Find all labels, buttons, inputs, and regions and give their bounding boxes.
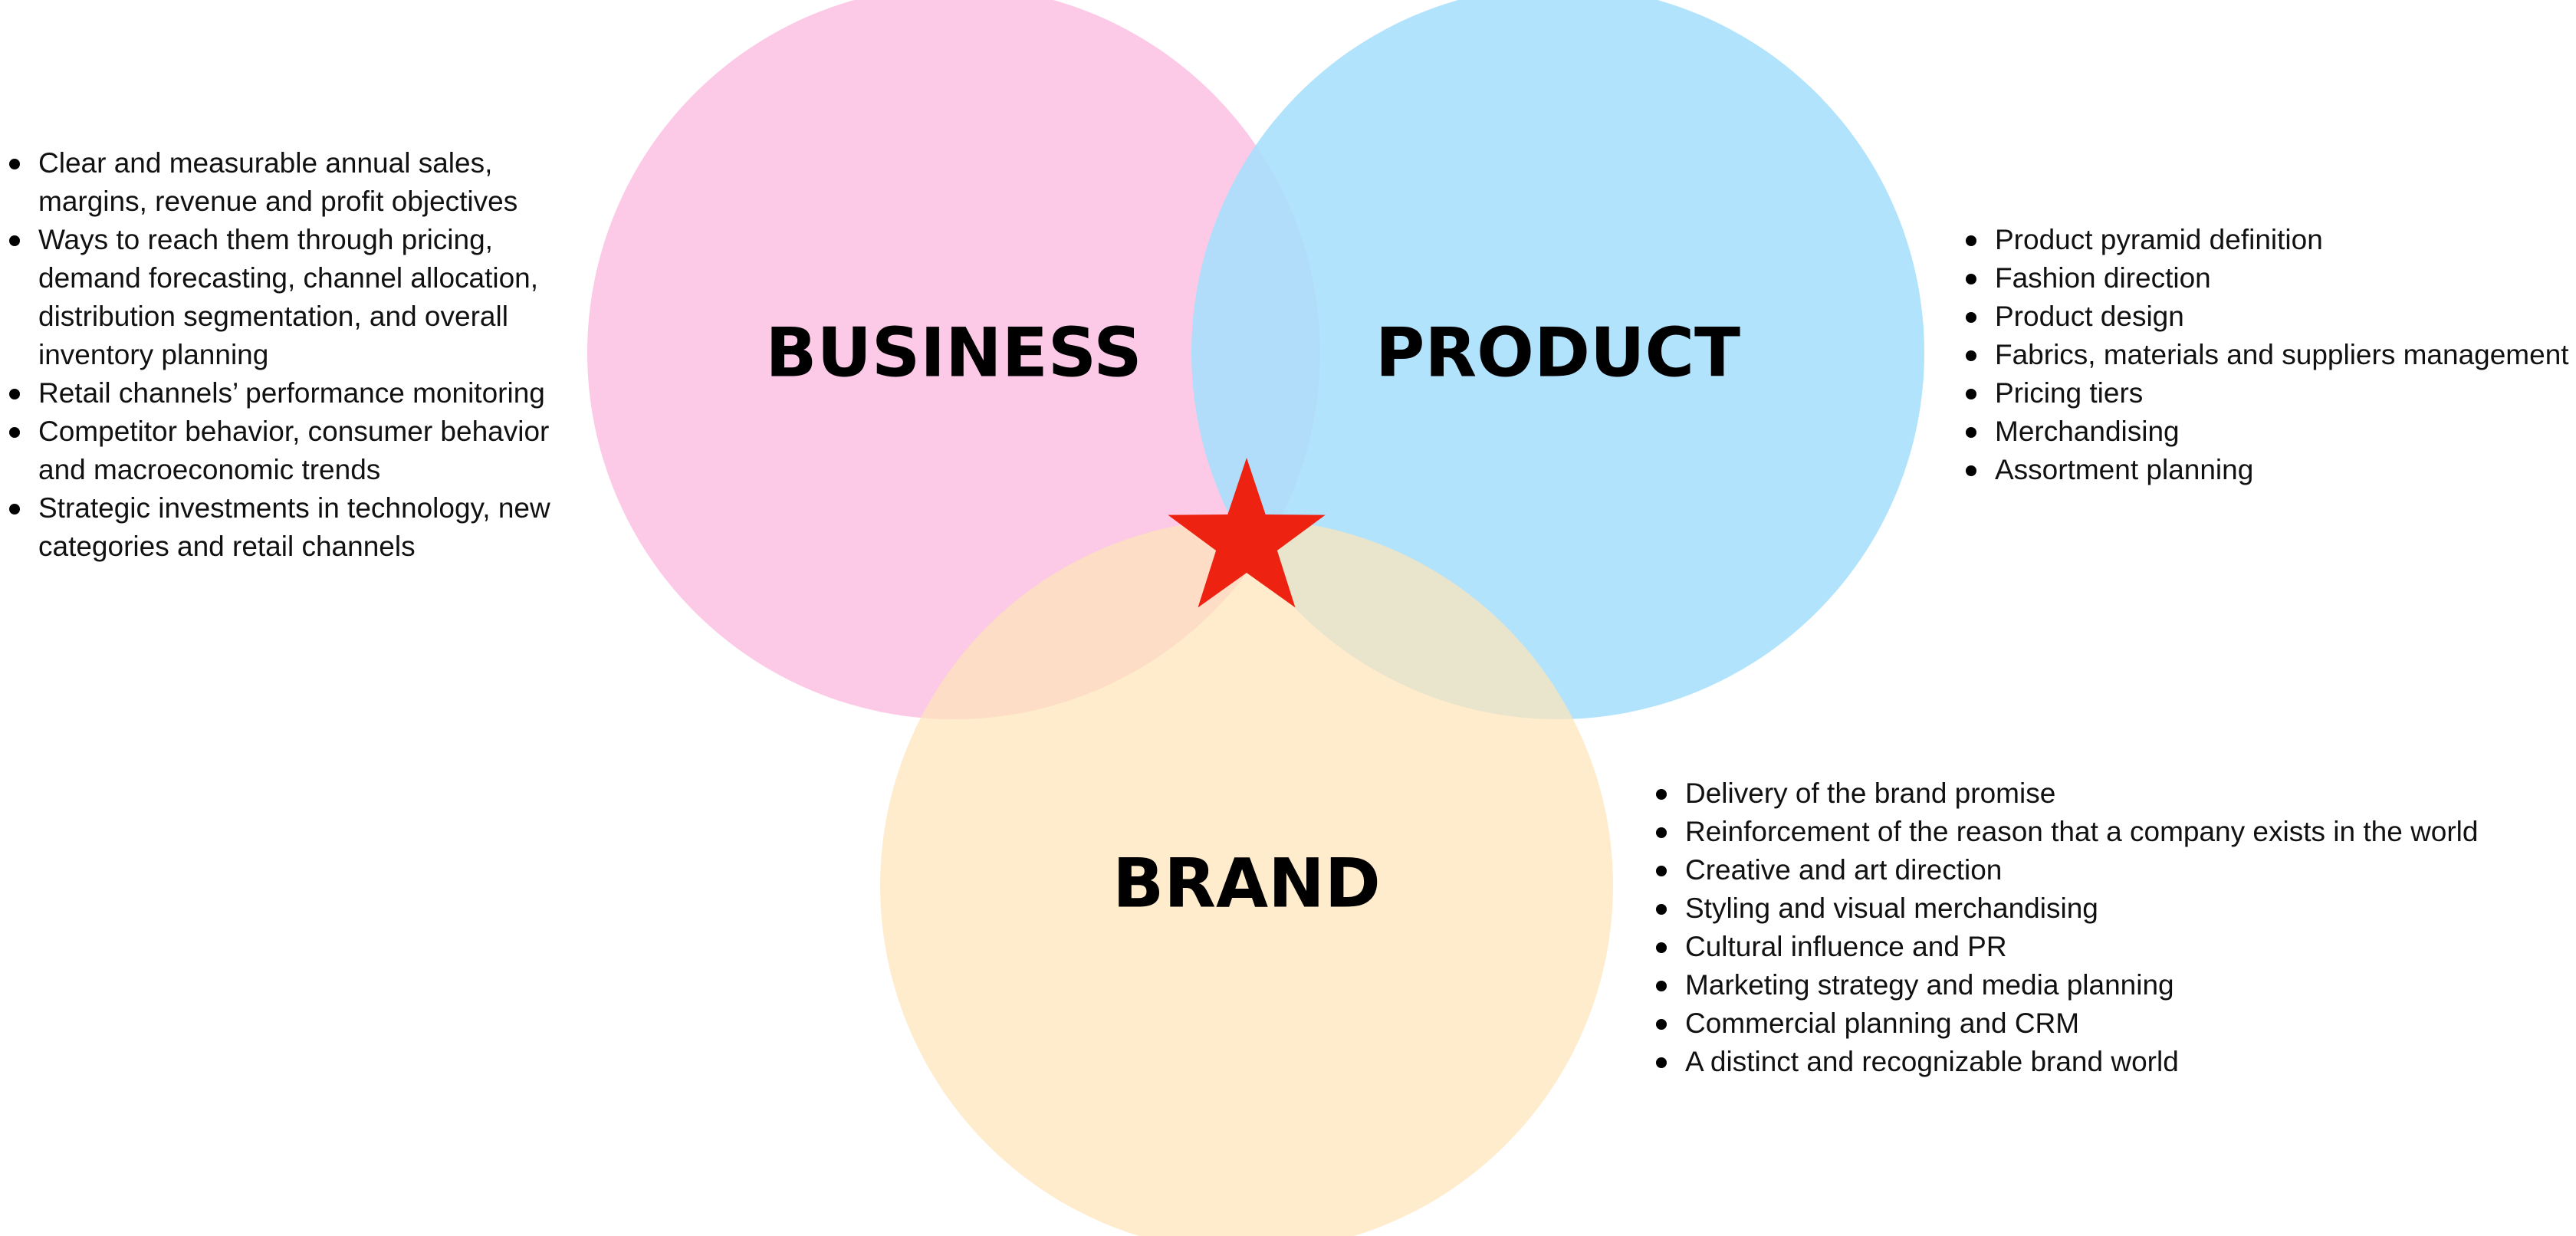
brand-list-item-text: Reinforcement of the reason that a compa… [1685,816,2479,847]
product-list-item-text: Product pyramid definition [1995,224,2323,255]
product-list-item: Fabrics, materials and suppliers managem… [1957,336,2570,374]
business-list-item-text: Strategic investments in technology, new… [38,492,550,562]
business-list-item: Strategic investments in technology, new… [0,489,583,566]
product-list-item-text: Fabrics, materials and suppliers managem… [1995,339,2569,370]
bullet-icon [9,235,20,246]
product-list-item: Product design [1957,297,2570,336]
brand-list-item: Cultural influence and PR [1647,928,2567,966]
bullet-icon [1966,235,1976,246]
bullet-icon [9,427,20,438]
product-list-item-text: Assortment planning [1995,454,2254,485]
bullet-icon [1656,866,1667,876]
product-circle [1191,0,1924,719]
brand-list-item: Delivery of the brand promise [1647,774,2567,813]
bullet-icon [1966,427,1976,438]
bullet-icon [1656,942,1667,953]
brand-list-item: A distinct and recognizable brand world [1647,1043,2567,1081]
brand-list-item-text: Creative and art direction [1685,854,2003,886]
bullet-icon [9,504,20,514]
business-list-item: Clear and measurable annual sales, margi… [0,144,583,221]
business-list-item-text: Clear and measurable annual sales, margi… [38,147,518,217]
star-icon [1168,458,1326,608]
product-list-item: Pricing tiers [1957,374,2570,413]
bullet-icon [1966,465,1976,476]
product-list-item-text: Merchandising [1995,416,2180,447]
bullet-icon [1656,827,1667,838]
bullet-icon [1966,274,1976,284]
product-list-item: Assortment planning [1957,451,2570,489]
brand-list-item-text: Commercial planning and CRM [1685,1008,2080,1039]
business-list-item: Competitor behavior, consumer behavior a… [0,413,583,489]
business-list-item: Retail channels’ performance monitoring [0,374,583,413]
product-list-item-text: Product design [1995,301,2184,332]
business-list-item-text: Retail channels’ performance monitoring [38,377,545,409]
business-list-item: Ways to reach them through pricing, dema… [0,221,583,374]
business-list-item-text: Competitor behavior, consumer behavior a… [38,416,550,485]
business-bullet-list: Clear and measurable annual sales, margi… [0,144,583,566]
brand-list-item: Styling and visual merchandising [1647,889,2567,928]
brand-list-item: Commercial planning and CRM [1647,1004,2567,1043]
bullet-icon [9,159,20,169]
bullet-icon [1966,350,1976,361]
bullet-icon [1966,389,1976,399]
bullet-icon [9,389,20,399]
product-list-item-text: Fashion direction [1995,262,2211,294]
product-list-item-text: Pricing tiers [1995,377,2144,409]
product-list-item: Product pyramid definition [1957,221,2570,259]
bullet-icon [1656,1057,1667,1068]
brand-list-item-text: Delivery of the brand promise [1685,777,2056,809]
brand-circle [880,519,1613,1236]
product-list-item: Fashion direction [1957,259,2570,297]
business-list-item-text: Ways to reach them through pricing, dema… [38,224,539,370]
product-label: PRODUCT [1375,314,1740,393]
bullet-icon [1656,789,1667,800]
bullet-icon [1656,904,1667,915]
product-list-item: Merchandising [1957,413,2570,451]
business-label: BUSINESS [765,314,1142,393]
bullet-icon [1656,1019,1667,1030]
brand-list-item-text: A distinct and recognizable brand world [1685,1046,2179,1077]
bullet-icon [1966,312,1976,323]
brand-list-item: Reinforcement of the reason that a compa… [1647,813,2567,851]
brand-list-item-text: Styling and visual merchandising [1685,892,2098,924]
brand-list-item: Marketing strategy and media planning [1647,966,2567,1004]
brand-list-item: Creative and art direction [1647,851,2567,889]
bullet-icon [1656,981,1667,991]
brand-list-item-text: Marketing strategy and media planning [1685,969,2174,1001]
brand-list-item-text: Cultural influence and PR [1685,931,2007,962]
brand-label: BRAND [1112,844,1381,923]
